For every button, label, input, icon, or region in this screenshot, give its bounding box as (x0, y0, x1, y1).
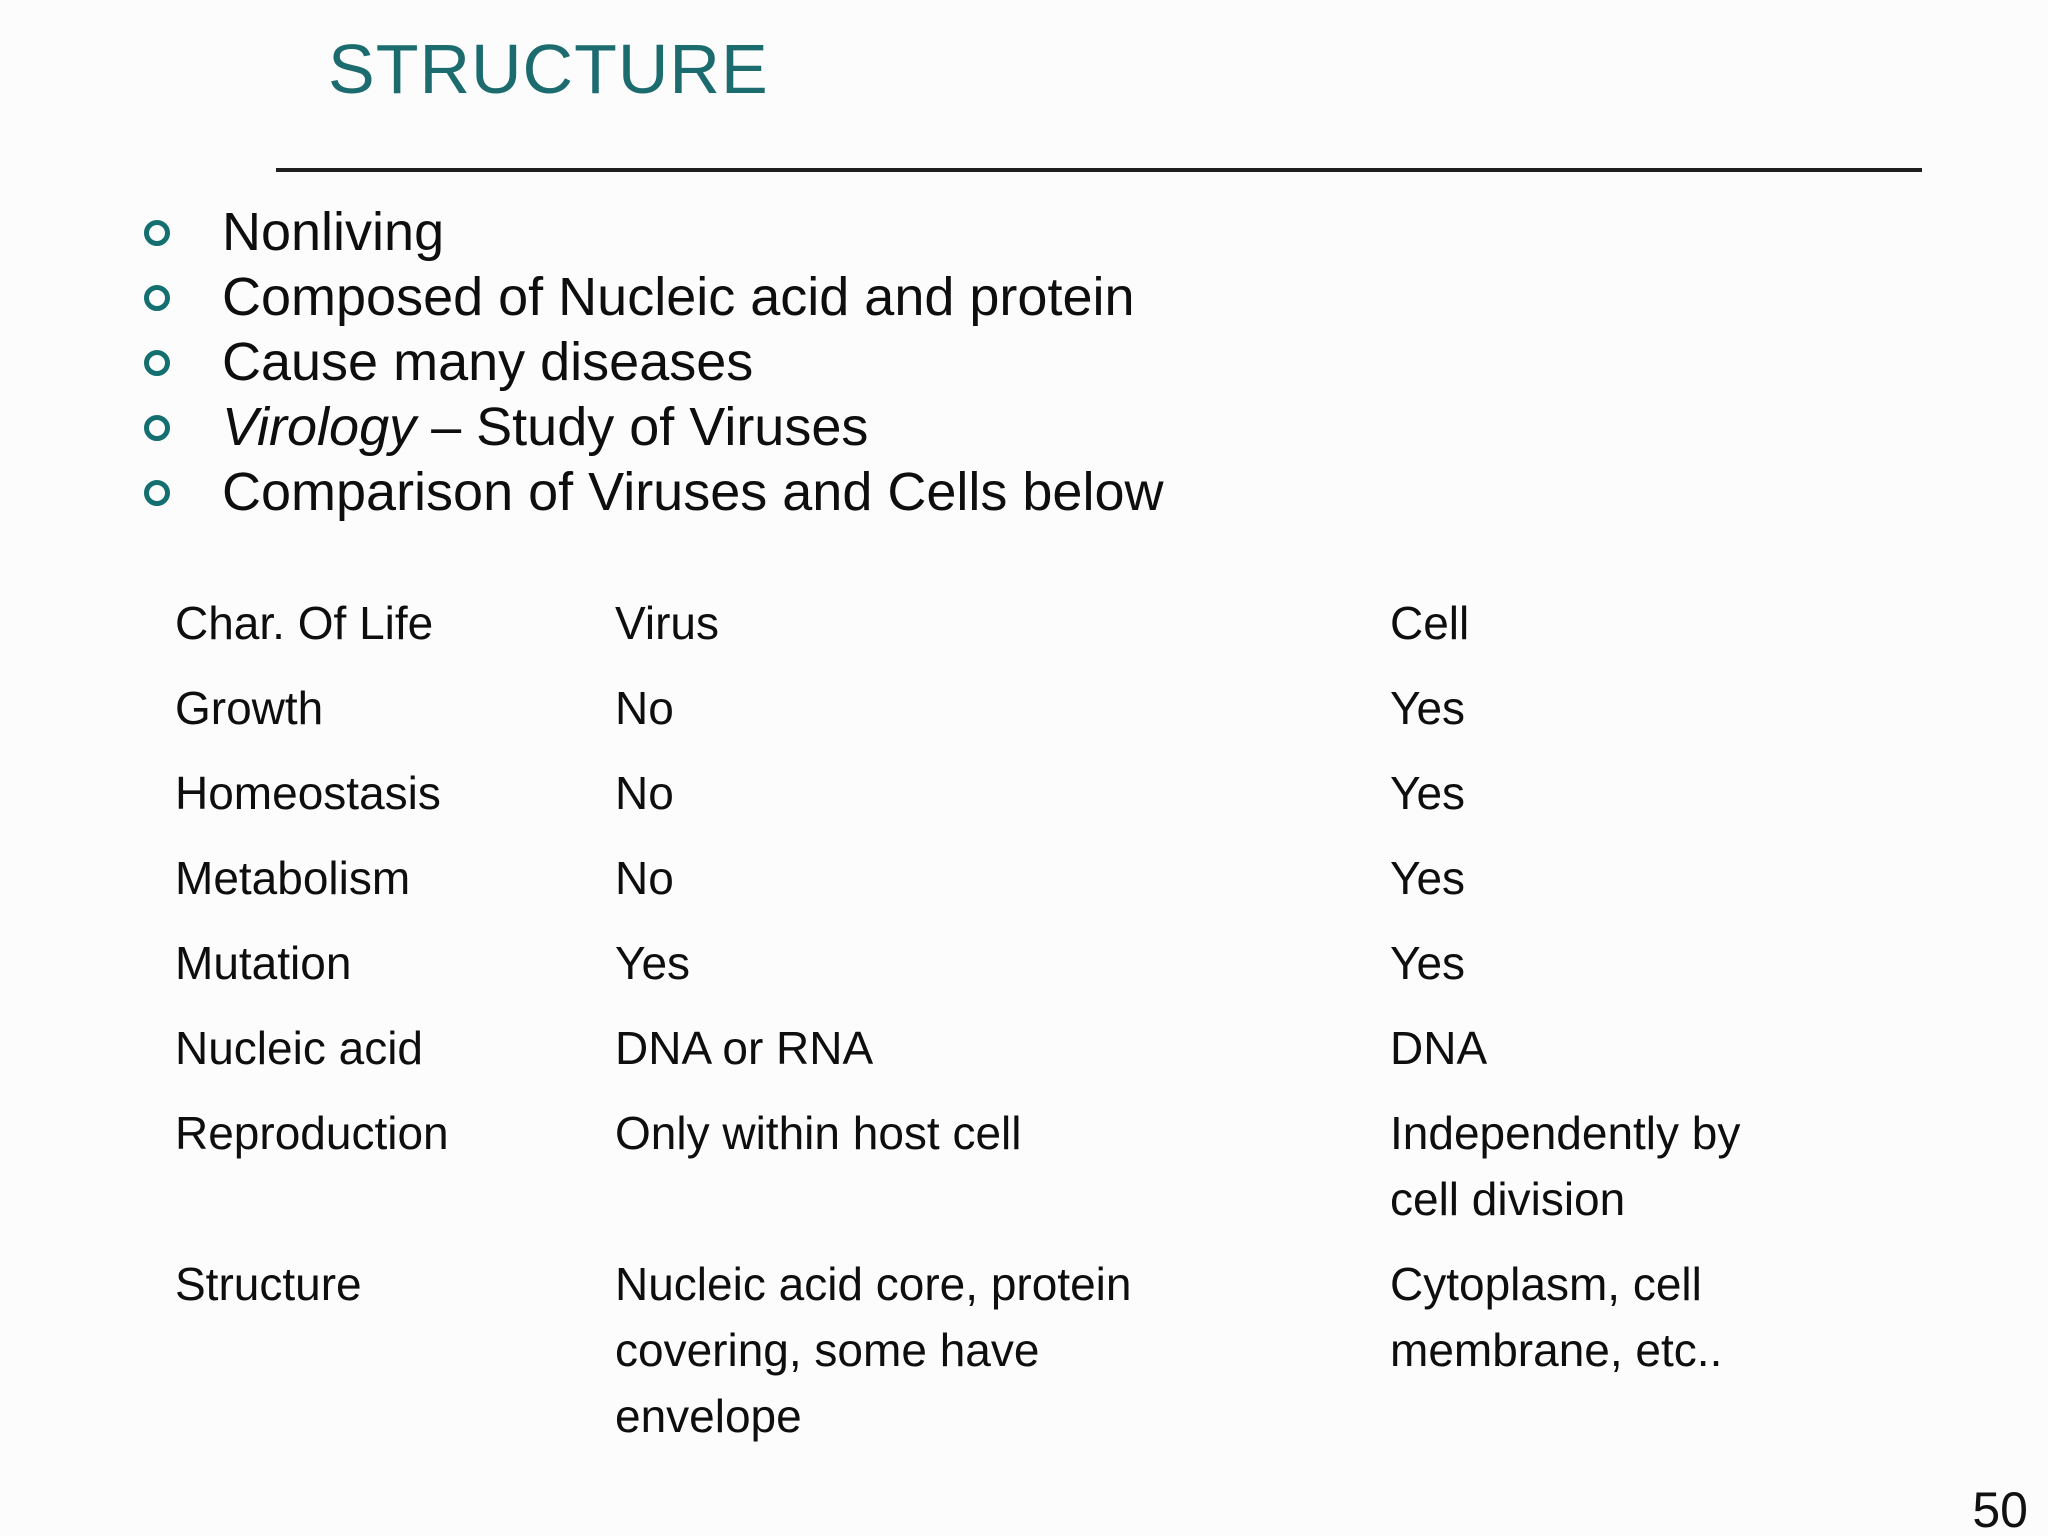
table-row-label: Homeostasis (175, 767, 441, 819)
table-row-label: Structure (175, 1258, 362, 1310)
slide-title: STRUCTURE (328, 30, 769, 108)
table-cell-cell: Cytoplasm, cell membrane, etc.. (1390, 1258, 1723, 1376)
bullet-circle-icon (144, 350, 170, 376)
table-cell-virus: DNA or RNA (615, 1022, 874, 1074)
bullet-circle-icon (144, 480, 170, 506)
bullet-text: – Study of Viruses (416, 397, 869, 457)
table-cell-virus: Nucleic acid core, protein covering, som… (615, 1258, 1132, 1442)
bullet-circle-icon (144, 220, 170, 246)
table-cell-virus: No (615, 682, 674, 734)
table-row-label: Reproduction (175, 1107, 449, 1159)
table-cell-cell: Yes (1390, 852, 1466, 904)
table-cell-virus: No (615, 767, 674, 819)
bullet-circle-icon (144, 415, 170, 441)
bullet-text: Nonliving (222, 202, 445, 262)
table-cell-cell: DNA (1390, 1022, 1488, 1074)
bullet-item-composed: Composed of Nucleic acid and protein (144, 265, 1163, 330)
page-number: 50 (1972, 1482, 2028, 1536)
table-cell-cell: Yes (1390, 767, 1466, 819)
title-underline (276, 168, 1922, 172)
comparison-table: Char. Of Life Virus Cell Growth No Yes H… (175, 590, 1868, 1468)
table-cell-virus: Only within host cell (615, 1107, 1022, 1159)
table-header-cell: Cell (1390, 597, 1470, 649)
table-row-label: Metabolism (175, 852, 411, 904)
bullet-text: Composed of Nucleic acid and protein (222, 267, 1135, 327)
bullet-text: Comparison of Viruses and Cells below (222, 462, 1164, 522)
table-cell-cell: Independently by cell division (1390, 1107, 1741, 1225)
bullet-italic-text: Virology (222, 397, 417, 457)
bullet-item-comparison: Comparison of Viruses and Cells below (144, 460, 1163, 525)
bullet-item-virology: Virology – Study of Viruses (144, 395, 1163, 460)
table-header-char-of-life: Char. Of Life (175, 597, 434, 649)
table-row-label: Nucleic acid (175, 1022, 423, 1074)
table-row-label: Mutation (175, 937, 352, 989)
bullet-list: Nonliving Composed of Nucleic acid and p… (144, 200, 1163, 525)
table-cell-virus: Yes (615, 937, 691, 989)
bullet-text: Cause many diseases (222, 332, 754, 392)
bullet-circle-icon (144, 285, 170, 311)
table-cell-cell: Yes (1390, 937, 1466, 989)
table-cell-virus: No (615, 852, 674, 904)
table-cell-cell: Yes (1390, 682, 1466, 734)
table-header-virus: Virus (615, 597, 719, 649)
bullet-item-diseases: Cause many diseases (144, 330, 1163, 395)
table-row-label: Growth (175, 682, 324, 734)
bullet-item-nonliving: Nonliving (144, 200, 1163, 265)
